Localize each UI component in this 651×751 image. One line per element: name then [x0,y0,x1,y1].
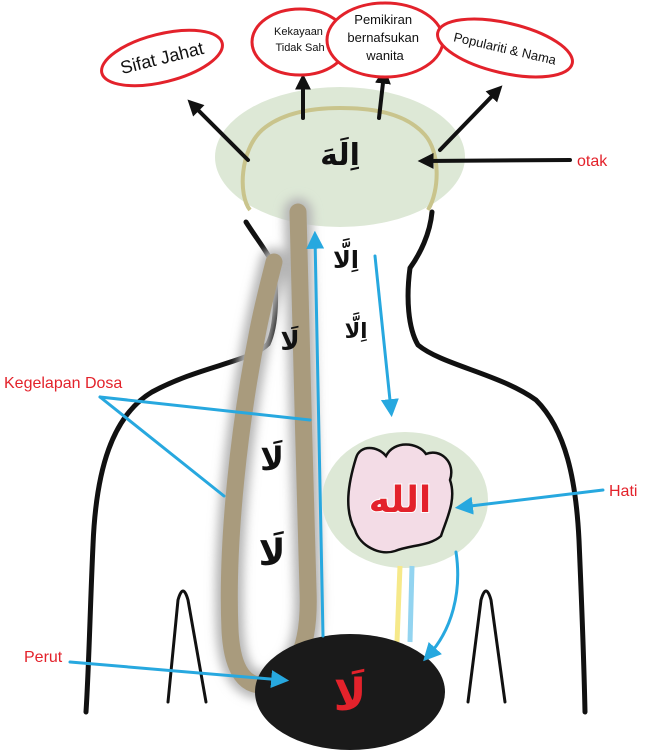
yellow-channel [397,566,400,642]
bubble-pemikiran-line-3: wanita [365,48,404,63]
tube-arabic-la-1: لَا [280,325,299,357]
lightblue-channel [410,566,412,642]
head-arabic-ilaha: اِلَهَ [320,136,360,173]
flow-arrow-down [375,256,391,410]
arabic-illa-upper: اِلَّا [333,238,359,274]
heart-arabic-allah: الله [369,480,431,521]
bubble-populariti: Populariti & Nama [432,8,578,88]
label-perut: Perut [24,649,63,666]
belly-arabic-la: لَا [334,668,367,721]
bubble-sifat-jahat: Sifat Jahat [96,20,228,97]
arabic-illa-lower: اِلَّا [345,311,368,343]
arrow-otak-pointer [424,160,570,161]
bubble-pemikiran-line-2: bernafsukan [347,30,419,45]
label-kegelapan-dosa: Kegelapan Dosa [4,375,122,392]
bubble-kekayaan-line-2: Tidak Sah [275,42,324,54]
label-hati: Hati [609,483,637,500]
label-otak: otak [577,153,608,170]
bubble-pemikiran: Pemikiran bernafsukan wanita [327,3,443,77]
bubble-pemikiran-line-1: Pemikiran [354,12,412,27]
bubble-kekayaan-line-1: Kekayaan [274,26,323,38]
armpit-line-left [168,591,206,702]
arrow-to-populariti [440,90,498,150]
tube-arabic-la-3: لَا [259,530,286,574]
flow-arrow-heart-to-belly [428,552,458,656]
tube-arabic-la-2: لَا [260,439,284,478]
armpit-line-right [468,591,505,702]
kegelapan-pointer-lower [100,397,224,496]
